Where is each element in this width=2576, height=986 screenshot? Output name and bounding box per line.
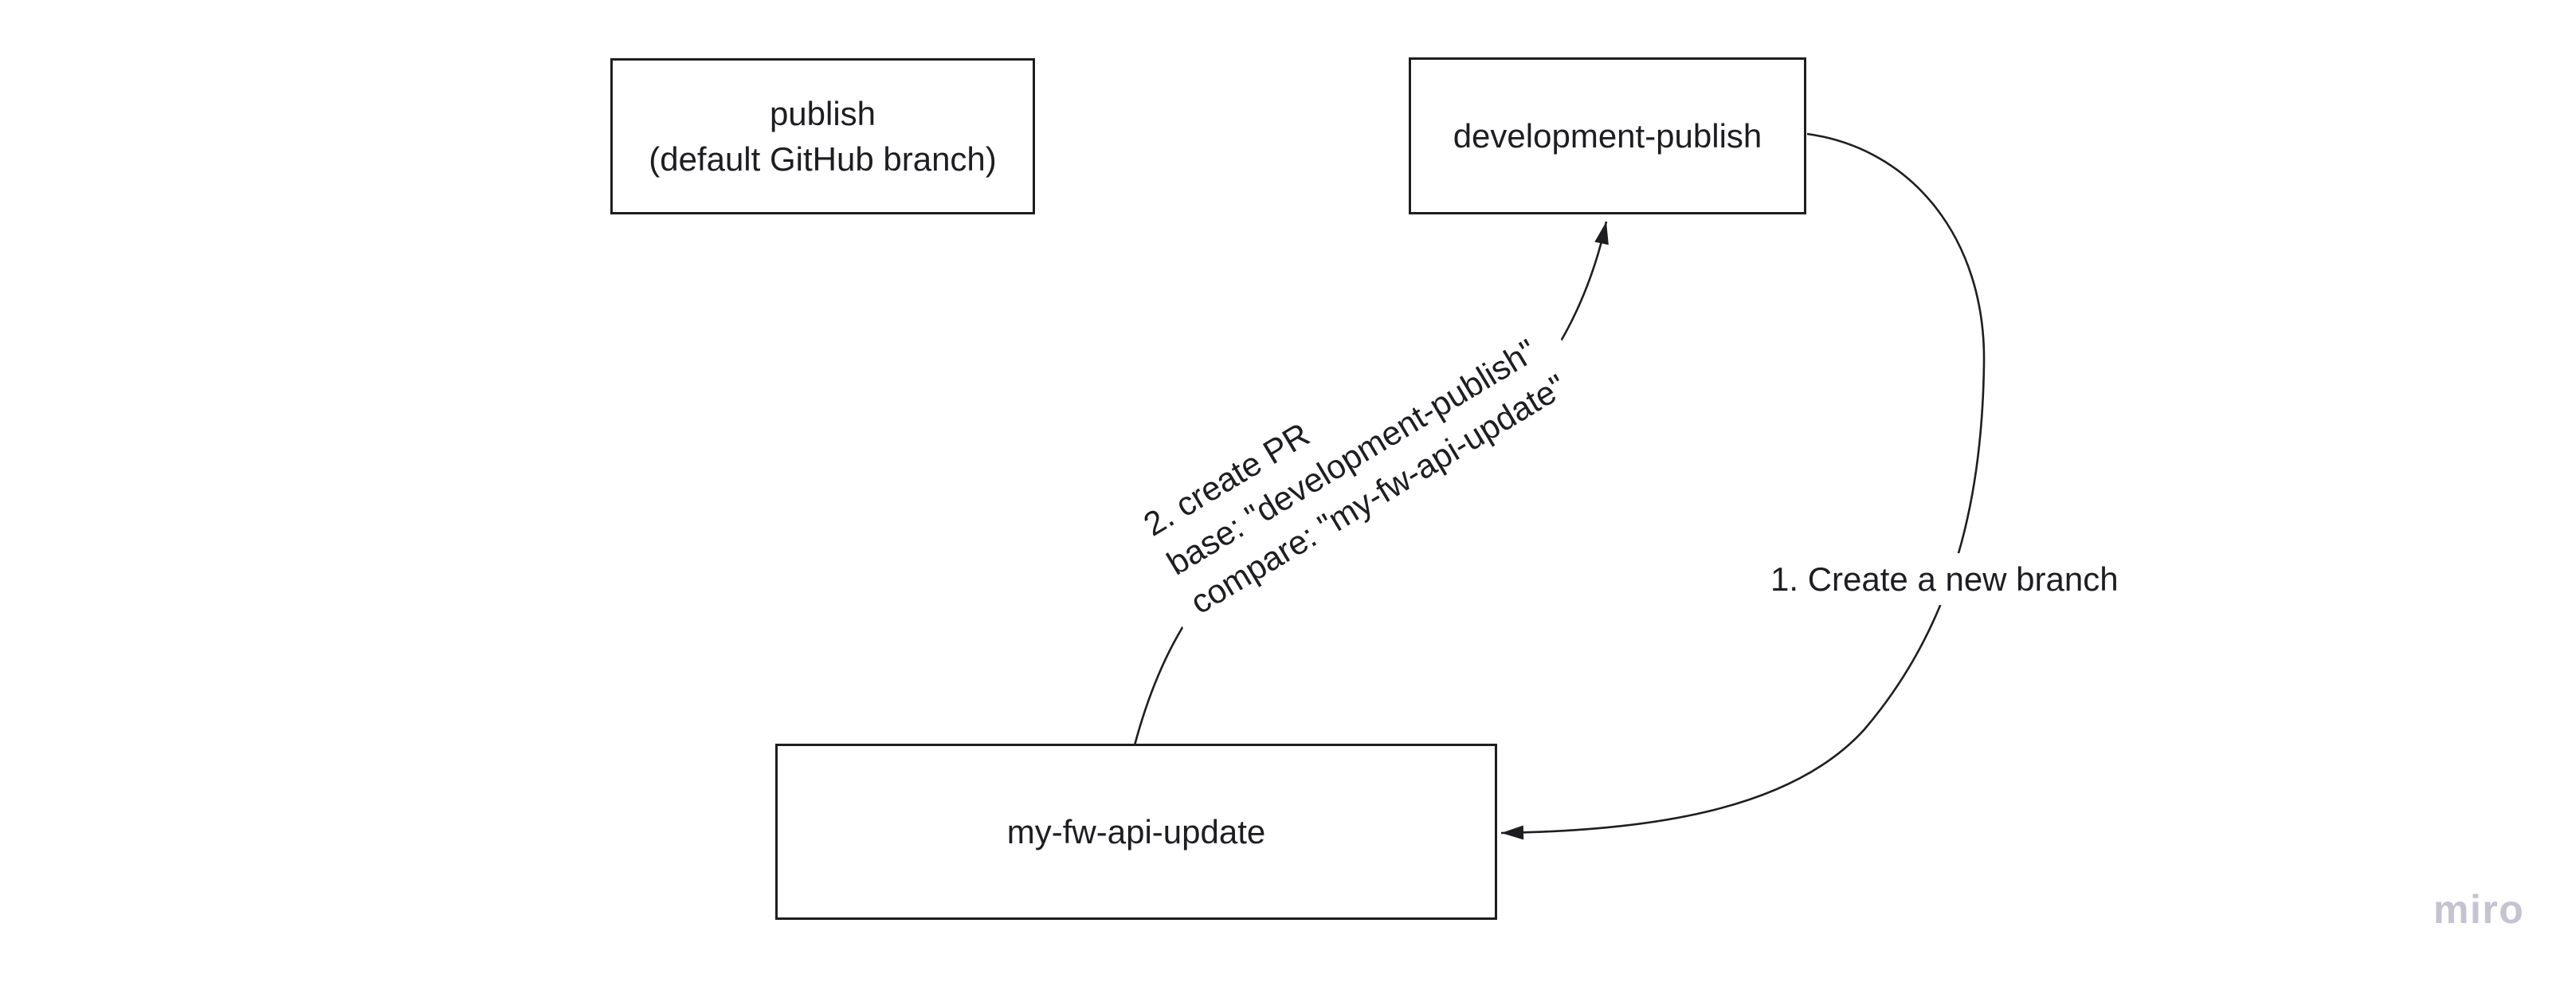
node-label-my-fw-api-update: my-fw-api-update <box>1006 813 1266 850</box>
node-label-publish: publish (default GitHub branch) <box>649 95 997 178</box>
miro-watermark: miro <box>2433 887 2525 932</box>
connector-create-branch[interactable] <box>1500 132 1986 840</box>
node-label-development-publish: development-publish <box>1453 117 1762 155</box>
shape-node-publish[interactable]: publish (default GitHub branch) <box>610 58 1035 214</box>
shape-node-development-publish[interactable]: development-publish <box>1409 57 1806 214</box>
shape-node-my-fw-api-update[interactable]: my-fw-api-update <box>775 744 1497 920</box>
connector-label-create-branch[interactable]: 1. Create a new branch <box>1756 553 2133 605</box>
